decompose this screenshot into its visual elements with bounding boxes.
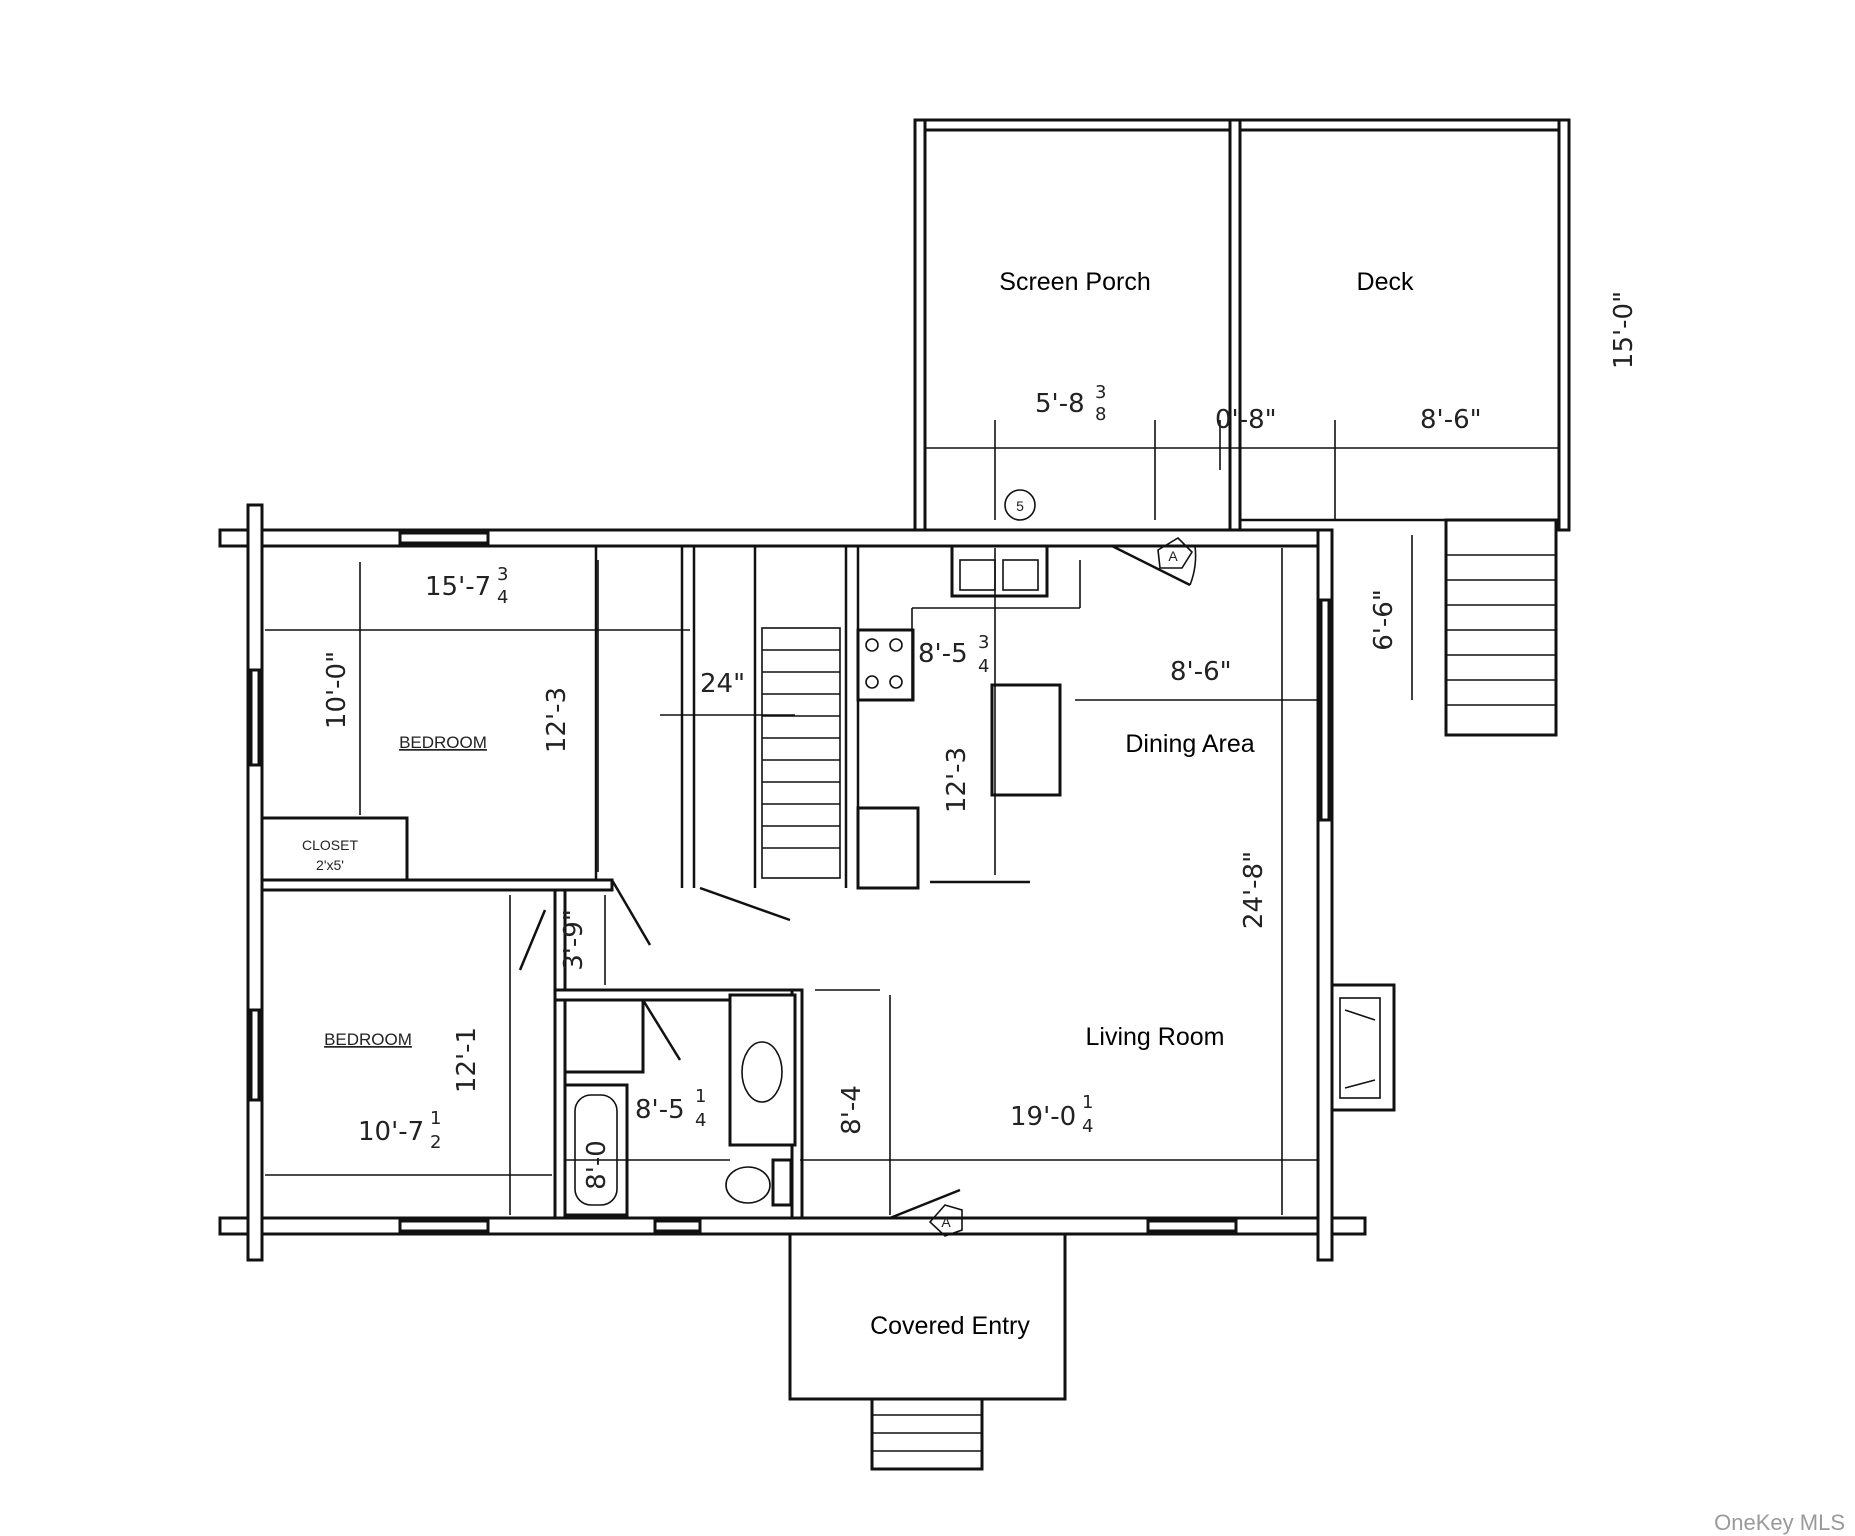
interior-stairs xyxy=(761,627,841,879)
door-tag-a-bottom: A xyxy=(928,1204,963,1237)
doors xyxy=(518,544,1197,1220)
dim-bath-tub: 8'-0 xyxy=(582,1140,612,1190)
dim-hall-closet: 3'-9" xyxy=(559,909,589,971)
dim-deck-width: 8'-6" xyxy=(1420,405,1482,435)
svg-text:10'-7: 10'-7 xyxy=(358,1117,424,1147)
dim-bedroom2-width: 10'-7 1 2 xyxy=(358,1108,441,1153)
room-label-screen-porch: Screen Porch xyxy=(999,268,1150,296)
dim-living-width: 19'-0 1 4 xyxy=(1010,1092,1093,1137)
svg-text:5: 5 xyxy=(1016,498,1024,514)
dim-porch-gap: 0'-8" xyxy=(1215,405,1277,435)
room-label-bedroom-top: BEDROOM xyxy=(399,733,487,752)
svg-text:4: 4 xyxy=(497,587,508,608)
svg-text:1: 1 xyxy=(430,1108,441,1129)
fireplace xyxy=(1330,983,1396,1112)
dim-bedroom1-height: 10'-0" xyxy=(322,651,352,729)
interior-dimension-lines xyxy=(265,548,1318,1215)
room-label-living-room: Living Room xyxy=(1086,1023,1225,1051)
svg-text:5'-8: 5'-8 xyxy=(1035,389,1085,419)
dim-porch-width: 5'-8 3 8 xyxy=(1035,382,1106,425)
room-label-covered-entry: Covered Entry xyxy=(870,1312,1030,1340)
svg-text:3: 3 xyxy=(978,632,989,653)
room-label-bedroom-bottom: BEDROOM xyxy=(324,1030,412,1049)
porch-dimension-line xyxy=(925,420,1559,520)
dim-stair-depth: 6'-6" xyxy=(1369,589,1399,651)
svg-text:4: 4 xyxy=(1082,1116,1093,1137)
dim-kitchen-depth: 12'-3 xyxy=(942,747,972,813)
dim-hall: 24" xyxy=(700,669,745,699)
svg-text:3: 3 xyxy=(497,564,508,585)
dim-dining-width: 8'-6" xyxy=(1170,657,1232,687)
door-tag-a-top: A xyxy=(1157,536,1194,569)
svg-text:2: 2 xyxy=(430,1132,441,1153)
room-label-closet: CLOSET xyxy=(302,837,358,853)
dim-bedroom1-width: 15'-7 3 4 xyxy=(425,564,508,608)
dim-bath-depth: 8'-4 xyxy=(837,1085,867,1135)
svg-text:4: 4 xyxy=(978,656,989,677)
dim-bedroom2-depth: 12'-1 xyxy=(452,1027,482,1093)
dim-bedroom1-depth: 12'-3 xyxy=(542,687,572,753)
svg-text:1: 1 xyxy=(695,1086,706,1107)
room-label-deck: Deck xyxy=(1357,268,1414,296)
svg-text:1: 1 xyxy=(1082,1092,1093,1113)
svg-text:4: 4 xyxy=(695,1110,706,1131)
svg-text:3: 3 xyxy=(1095,382,1106,403)
covered-entry-structure xyxy=(788,1232,1067,1471)
dim-deck-depth: 15'-0" xyxy=(1609,291,1639,369)
svg-text:15'-7: 15'-7 xyxy=(425,572,491,602)
svg-text:8: 8 xyxy=(1095,404,1106,425)
window-tag-5: 5 xyxy=(1004,489,1036,521)
deck-stairs xyxy=(1411,518,1558,737)
svg-text:19'-0: 19'-0 xyxy=(1010,1102,1076,1132)
dim-bath-width: 8'-5 1 4 xyxy=(635,1086,706,1131)
bathroom xyxy=(563,993,797,1217)
dim-kitchen-width: 8'-5 3 4 xyxy=(918,632,989,677)
porch-deck-outline xyxy=(913,118,1571,532)
closet-size: 2'x5' xyxy=(316,857,344,873)
svg-text:A: A xyxy=(941,1214,951,1230)
svg-text:A: A xyxy=(1168,548,1178,564)
svg-text:8'-5: 8'-5 xyxy=(635,1095,685,1125)
room-label-dining-area: Dining Area xyxy=(1125,730,1254,758)
watermark: OneKey MLS xyxy=(1714,1510,1845,1535)
svg-text:8'-5: 8'-5 xyxy=(918,639,968,669)
kitchen xyxy=(856,544,1081,890)
dim-living-depth: 24'-8" xyxy=(1239,851,1269,929)
